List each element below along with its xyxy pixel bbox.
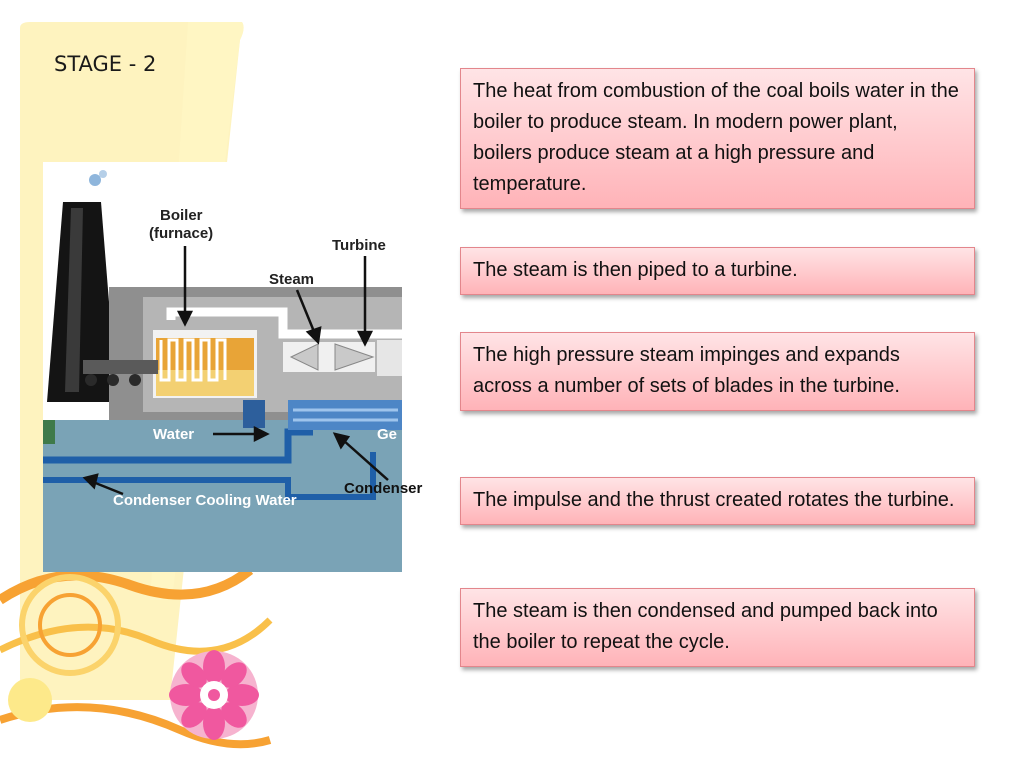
coal-conveyor: [83, 360, 158, 374]
arrow-condenser: [332, 432, 351, 450]
slide-title: STAGE - 2: [54, 52, 157, 76]
info-box-combustion: The heat from combustion of the coal boi…: [460, 68, 975, 209]
smoke-icon: [89, 174, 101, 186]
label-cooling-water: Condenser Cooling Water: [113, 492, 297, 509]
info-box-thrust: The impulse and the thrust created rotat…: [460, 477, 975, 525]
chimney: [47, 202, 117, 402]
label-steam: Steam: [269, 271, 314, 288]
power-plant-diagram: Boiler (furnace) Turbine Steam Water Ge …: [43, 162, 402, 572]
arrow-steam: [305, 326, 322, 345]
label-boiler: Boiler: [160, 207, 203, 224]
info-box-piped: The steam is then piped to a turbine.: [460, 247, 975, 295]
label-condenser: Condenser: [344, 480, 423, 497]
arrow-cooling-water: [82, 473, 99, 490]
info-box-condensed: The steam is then condensed and pumped b…: [460, 588, 975, 667]
info-box-blades: The high pressure steam impinges and exp…: [460, 332, 975, 411]
arrow-turbine: [356, 330, 374, 347]
label-turbine: Turbine: [332, 237, 386, 254]
arrow-boiler: [176, 310, 194, 327]
label-furnace: (furnace): [149, 225, 213, 242]
swirl-ornament: [0, 566, 273, 749]
condenser-unit: [288, 400, 402, 430]
label-water: Water: [153, 426, 194, 443]
pink-flower-icon: [169, 650, 259, 740]
arrow-water: [253, 425, 270, 443]
label-generator: Ge: [377, 426, 397, 443]
